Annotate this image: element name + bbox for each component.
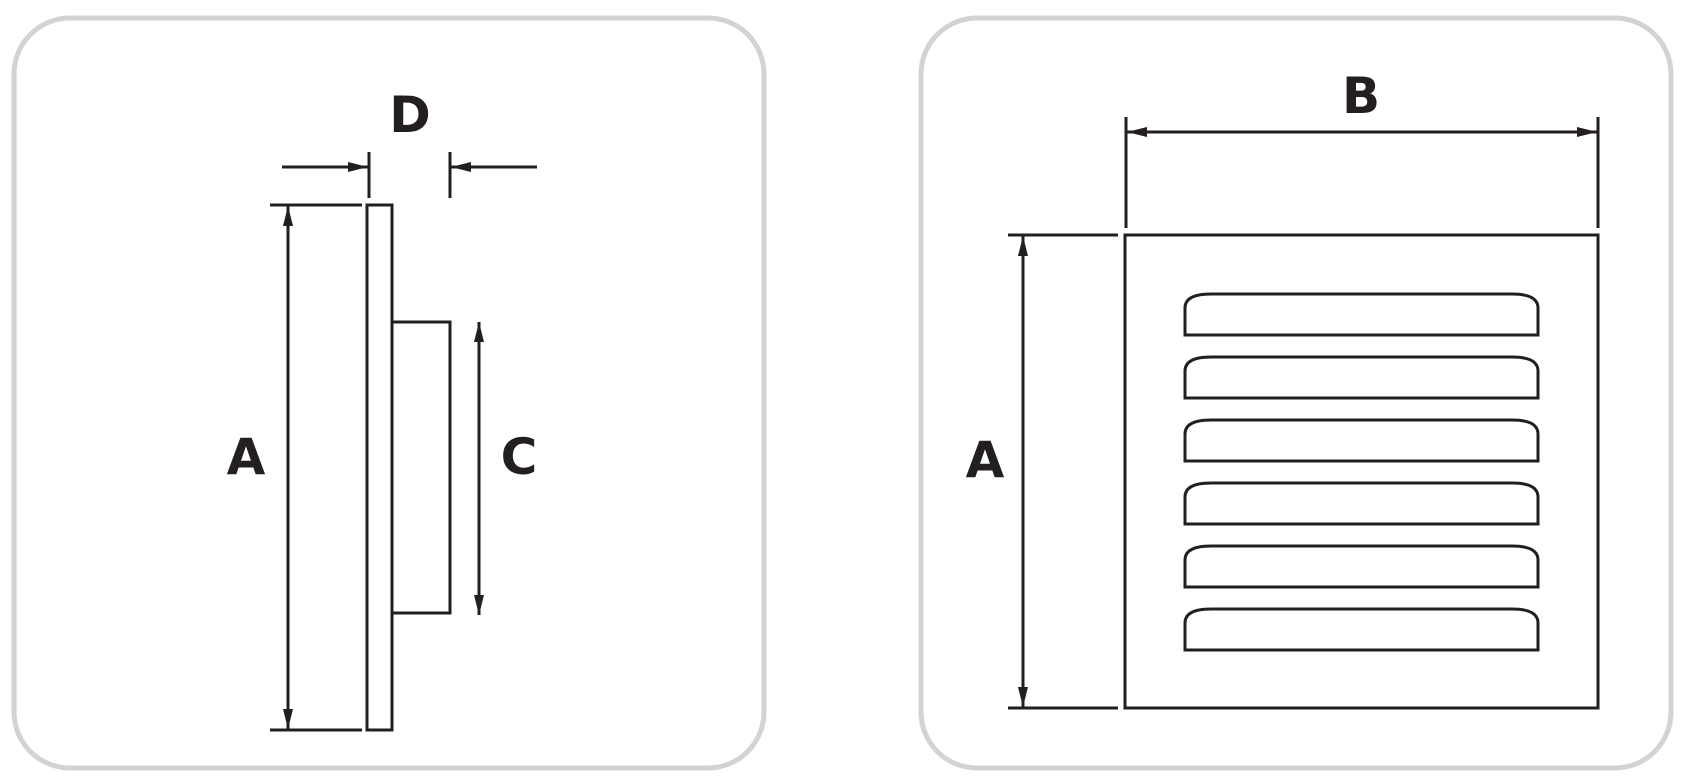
dim-b-label: B bbox=[1342, 67, 1380, 125]
louver-blade bbox=[1183, 292, 1540, 337]
dim-d-label: D bbox=[389, 86, 431, 144]
louver-blade bbox=[1183, 544, 1540, 589]
louver-blade bbox=[1183, 418, 1540, 463]
front-dim-a-label: A bbox=[966, 431, 1005, 489]
side-view-panel-border bbox=[11, 15, 767, 771]
dim-c-label: C bbox=[501, 428, 538, 486]
front-view-louvers bbox=[1183, 292, 1540, 652]
side-view-panel: A C D bbox=[11, 15, 767, 771]
side-view-collar bbox=[392, 320, 452, 615]
front-view-grille-face bbox=[1123, 233, 1600, 710]
side-dim-a-label: A bbox=[227, 428, 266, 486]
louver-blade bbox=[1183, 355, 1540, 400]
front-view-panel-border bbox=[918, 15, 1674, 771]
front-view-panel: B A bbox=[918, 15, 1674, 771]
side-view-plate bbox=[365, 203, 394, 732]
louver-blade bbox=[1183, 607, 1540, 652]
louver-blade bbox=[1183, 481, 1540, 526]
